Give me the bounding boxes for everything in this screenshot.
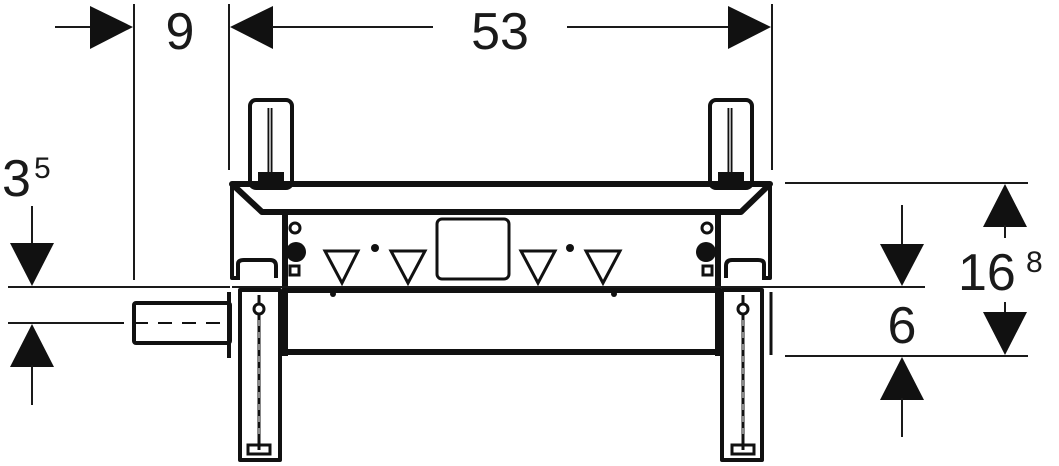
bracket-left	[286, 221, 306, 277]
triangle-icon	[518, 249, 558, 287]
dimension-label-3-sup: 5	[34, 152, 51, 185]
dot-icon	[566, 244, 574, 252]
arrow-up-icon	[983, 184, 1027, 227]
triangle-icon	[388, 249, 428, 287]
top-cover	[229, 181, 773, 215]
dimension-label-53: 53	[471, 3, 529, 61]
bracket-right	[696, 221, 716, 277]
dimension-label-16-sup: 8	[1026, 246, 1043, 279]
installation-frame	[110, 98, 773, 462]
arrow-right-icon	[90, 6, 133, 49]
arrow-down-icon	[880, 244, 924, 286]
dimension-label-6: 6	[888, 297, 917, 355]
triangle-icon	[322, 249, 361, 287]
top-post-right	[708, 98, 754, 190]
leg-left	[227, 258, 282, 462]
side-pipe	[110, 301, 232, 345]
dot-icon	[371, 244, 379, 252]
dimension-3-5: 3 5	[2, 150, 230, 405]
top-post-left	[248, 98, 294, 190]
arrow-up-icon	[10, 324, 54, 367]
dimension-16-8: 16 8	[785, 182, 1043, 357]
arrow-right-icon	[728, 6, 771, 49]
triangle-icon	[583, 249, 623, 287]
arrow-down-icon	[10, 243, 54, 286]
inspection-window	[435, 217, 511, 281]
leg-right	[720, 258, 773, 462]
dimension-9: 9	[55, 3, 273, 280]
dimension-label-16: 16	[958, 244, 1016, 302]
dimension-label-3: 3	[2, 150, 31, 208]
dimension-53: 53	[272, 3, 773, 170]
arrow-down-icon	[983, 312, 1027, 355]
arrow-left-icon	[230, 6, 273, 49]
arrow-up-icon	[880, 357, 924, 400]
dimension-label-9: 9	[166, 3, 195, 61]
dimension-6: 6	[780, 205, 925, 437]
